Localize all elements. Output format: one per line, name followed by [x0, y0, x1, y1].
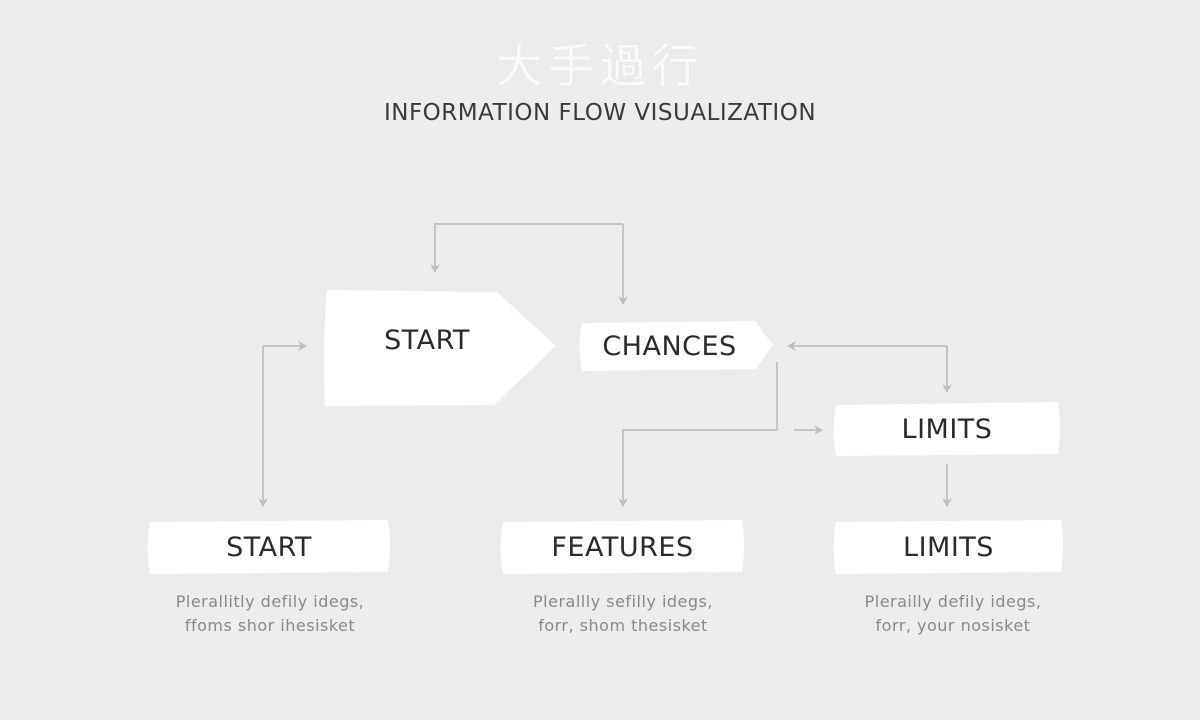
caption-features-line2: forr, shom thesisket — [538, 616, 708, 635]
node-limits-box-label: LIMITS — [903, 531, 994, 563]
connector-top-loop-to-start — [430, 223, 623, 273]
caption-limits-line1: Plerailly defily idegs, — [864, 592, 1042, 611]
caption-start-line1: Plerallitly defily idegs, — [175, 592, 365, 611]
node-start-arrow-label: START — [384, 324, 470, 356]
caption-start: Plerallitly defily idegs, ffoms shor ihe… — [130, 590, 410, 638]
caption-limits: Plerailly defily idegs, forr, your nosis… — [813, 590, 1093, 638]
connector-chances-to-features — [618, 362, 778, 507]
node-features-shape — [500, 520, 744, 574]
node-limits-mid-shape — [833, 402, 1060, 456]
nodes — [147, 290, 1063, 574]
node-features-label: FEATURES — [551, 531, 694, 563]
node-chances-shape — [579, 321, 773, 371]
caption-limits-line2: forr, your nosisket — [875, 616, 1031, 635]
diagram-title-cjk: 大手過行 — [496, 39, 704, 93]
node-limits-box-shape — [833, 520, 1063, 574]
node-start-box-shape — [147, 520, 390, 574]
caption-features: Plerallly sefilly idegs, forr, shom thes… — [483, 590, 763, 638]
node-limits-mid-label: LIMITS — [901, 413, 993, 445]
node-chances-label: CHANCES — [602, 330, 737, 362]
caption-features-line1: Plerallly sefilly idegs, — [533, 592, 713, 611]
diagram-subtitle: INFORMATION FLOW VISUALIZATION — [383, 100, 817, 126]
node-start-arrow-shape — [323, 290, 556, 406]
caption-start-line2: ffoms shor ihesisket — [184, 616, 356, 635]
node-start-box-label: START — [226, 531, 312, 563]
connectors — [258, 223, 952, 507]
